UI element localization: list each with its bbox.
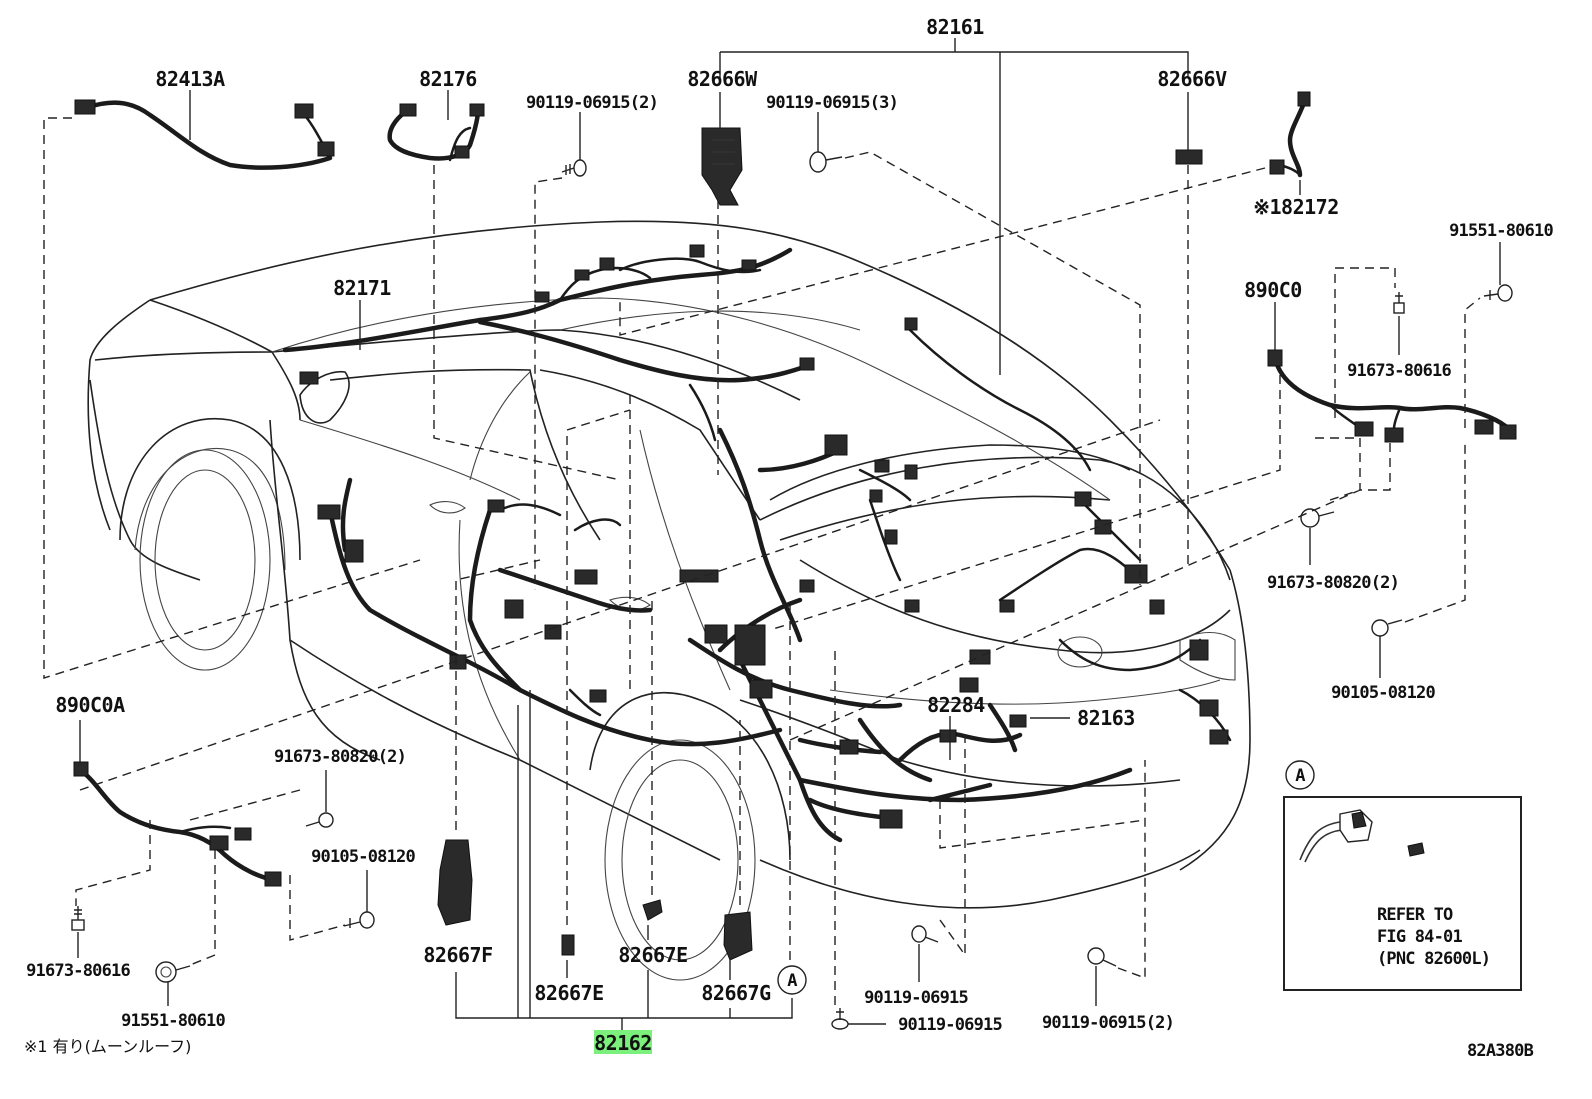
bolt-icons	[71, 151, 1513, 1030]
bolt-icon	[71, 906, 85, 931]
detail-box-A	[1283, 796, 1522, 991]
harness-82171-roof	[282, 244, 815, 442]
highlight-82162	[594, 1030, 652, 1054]
dashed-reference-lines	[43, 117, 1481, 1005]
car-body-outline	[87, 220, 1251, 981]
part-890C0-harness	[1267, 349, 1517, 443]
label-82162: 82162	[594, 1031, 652, 1055]
footnote-text: ※1 有り(ムーンルーフ)	[24, 1037, 191, 1056]
bolt-icon	[561, 159, 587, 177]
part-labels: 82161 82413A 82176 90119-06915(2) 82666W…	[26, 15, 1554, 1055]
label-91673-80820-2-right: 91673-80820(2)	[1267, 573, 1399, 593]
refer-line-1: REFER TO	[1377, 905, 1453, 925]
label-91551-80610-left: 91551-80610	[121, 1011, 225, 1031]
bolt-icon	[1371, 619, 1403, 637]
label-82163: 82163	[1077, 706, 1135, 730]
part-82666V-clip	[1175, 149, 1203, 165]
part-82666W-relay-block	[701, 127, 743, 206]
label-82667F: 82667F	[423, 943, 492, 967]
label-90119-06915-3: 90119-06915(3)	[766, 93, 898, 113]
bolt-icon	[1087, 947, 1117, 967]
refer-box-text: REFER TO FIG 84-01 (PNC 82600L)	[1377, 905, 1491, 969]
bolt-icon	[831, 1008, 849, 1030]
label-82284: 82284	[927, 693, 985, 717]
label-82667E-top: 82667E	[618, 943, 687, 967]
part-82413A-harness	[74, 99, 335, 170]
refer-line-3: (PNC 82600L)	[1377, 949, 1490, 969]
bolt-icon	[1300, 508, 1335, 528]
bolt-icon	[911, 925, 939, 943]
leader-lines	[77, 38, 1501, 1030]
label-82667E-bottom: 82667E	[534, 981, 603, 1005]
circle-marker-label: A	[1295, 766, 1305, 786]
label-82171: 82171	[333, 276, 391, 300]
refer-line-2: FIG 84-01	[1377, 927, 1462, 947]
label-90105-08120-left: 90105-08120	[311, 847, 415, 867]
harness-82163-rear	[797, 677, 1027, 829]
part-82176-harness	[387, 103, 485, 162]
label-91673-80616-left: 91673-80616	[26, 961, 130, 981]
label-82172: ※182172	[1253, 195, 1339, 219]
bolt-icon	[809, 151, 843, 173]
label-890C0A: 890C0A	[55, 693, 125, 717]
label-82666W: 82666W	[687, 67, 758, 91]
label-90119-06915-a: 90119-06915	[864, 988, 968, 1008]
label-91673-80616-right: 91673-80616	[1347, 361, 1451, 381]
circle-marker-box: A	[1285, 760, 1315, 790]
label-82413A: 82413A	[155, 67, 225, 91]
bolt-icon	[1393, 292, 1405, 314]
part-82172-harness	[1269, 91, 1311, 178]
bolt-icon	[343, 911, 375, 929]
label-82161: 82161	[926, 15, 984, 39]
label-91551-80610-right: 91551-80610	[1449, 221, 1553, 241]
part-890C0A-harness	[73, 761, 282, 887]
circle-marker-label: A	[787, 971, 797, 991]
part-82667-blocks	[437, 839, 753, 961]
label-82176: 82176	[419, 67, 477, 91]
bolt-icon	[1483, 284, 1513, 302]
label-90105-08120-right: 90105-08120	[1331, 683, 1435, 703]
bolt-icon	[155, 961, 191, 983]
label-90119-06915-2-top: 90119-06915(2)	[526, 93, 658, 113]
label-82666V: 82666V	[1157, 67, 1227, 91]
bolt-icon	[305, 812, 334, 828]
label-91673-80820-2-left: 91673-80820(2)	[274, 747, 406, 767]
label-82667G: 82667G	[701, 981, 771, 1005]
label-90119-06915-b: 90119-06915	[898, 1015, 1002, 1035]
label-90119-06915-2-bottom: 90119-06915(2)	[1042, 1013, 1174, 1033]
harness-82161-floor	[317, 317, 1232, 843]
figure-code: 82A380B	[1467, 1041, 1534, 1061]
label-890C0: 890C0	[1244, 278, 1302, 302]
circle-marker-bottom: A	[777, 965, 807, 995]
